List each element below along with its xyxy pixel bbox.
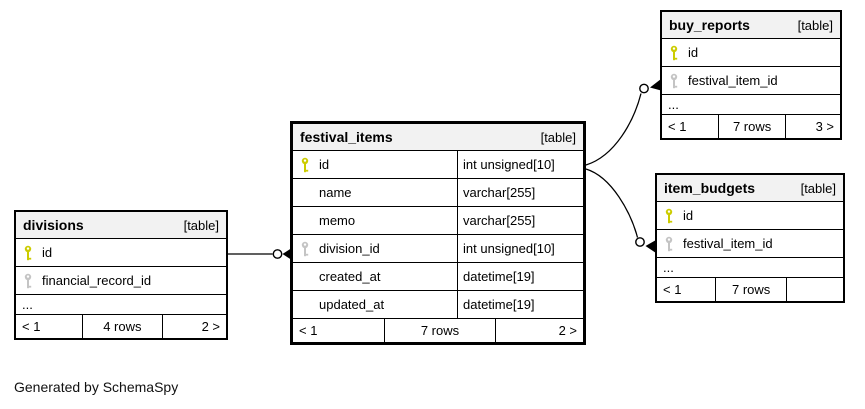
column-row: financial_record_id (16, 267, 226, 295)
column-row: updated_at datetime[19] (293, 291, 583, 319)
table-name[interactable]: buy_reports (669, 17, 750, 33)
odot-connector-item-budgets (635, 237, 645, 247)
table-header: buy_reports [table] (662, 12, 840, 39)
rows-count: 7 rows (383, 319, 497, 342)
children-count (787, 278, 843, 301)
primary-key-icon (669, 45, 688, 61)
column-name: created_at (319, 269, 381, 284)
column-type: varchar[255] (457, 179, 583, 206)
odot-connector-buy-reports (639, 83, 649, 94)
table-footer: < 1 4 rows 2 > (16, 315, 226, 338)
table-name[interactable]: item_budgets (664, 180, 756, 196)
relationship-line-festival-items-buy-reports (585, 93, 642, 166)
column-row: memo varchar[255] (293, 207, 583, 235)
table-type-label: [table] (183, 217, 219, 233)
column-row: id (16, 239, 226, 267)
hidden-columns-ellipsis: ... (657, 258, 843, 278)
relationship-line-festival-items-item-budgets (585, 168, 639, 238)
parents-count: < 1 (299, 323, 318, 338)
parents-count: < 1 (668, 119, 687, 134)
column-name: updated_at (319, 297, 385, 312)
table-name[interactable]: festival_items (300, 129, 393, 145)
odot-connector-festival-items (272, 249, 283, 259)
column-type: datetime[19] (457, 263, 583, 290)
parents-count: < 1 (663, 282, 682, 297)
column-type: datetime[19] (457, 291, 583, 318)
foreign-key-icon (300, 241, 319, 257)
hidden-columns-ellipsis: ... (662, 95, 840, 115)
table-node-festival-items[interactable]: festival_items [table] id int unsigned[1… (290, 121, 586, 345)
table-footer: < 1 7 rows 3 > (662, 115, 840, 138)
table-node-item-budgets[interactable]: item_budgets [table] id festival_item_id… (655, 173, 845, 303)
table-footer: < 1 7 rows 2 > (293, 319, 583, 342)
column-type: int unsigned[10] (457, 235, 583, 262)
column-row: division_id int unsigned[10] (293, 235, 583, 263)
column-row: name varchar[255] (293, 179, 583, 207)
column-row: id (662, 39, 840, 67)
rows-count: 7 rows (717, 115, 787, 138)
column-name: name (319, 185, 352, 200)
column-name: financial_record_id (42, 273, 152, 288)
table-footer: < 1 7 rows (657, 278, 843, 301)
column-name: id (688, 45, 699, 60)
column-name: festival_item_id (688, 73, 778, 88)
foreign-key-icon (23, 273, 42, 289)
column-row: created_at datetime[19] (293, 263, 583, 291)
children-count: 3 > (815, 119, 834, 134)
table-header: festival_items [table] (293, 124, 583, 151)
parents-count: < 1 (22, 319, 41, 334)
foreign-key-icon (669, 73, 688, 89)
table-name[interactable]: divisions (23, 217, 84, 233)
table-type-label: [table] (800, 180, 836, 196)
children-count: 2 > (201, 319, 220, 334)
column-row: festival_item_id (662, 67, 840, 95)
primary-key-icon (300, 157, 319, 173)
table-type-label: [table] (540, 129, 576, 145)
table-node-buy-reports[interactable]: buy_reports [table] id festival_item_id … (660, 10, 842, 140)
column-type: varchar[255] (457, 207, 583, 234)
foreign-key-icon (664, 236, 683, 252)
table-node-divisions[interactable]: divisions [table] id financial_record_id… (14, 210, 228, 340)
column-name: festival_item_id (683, 236, 773, 251)
table-header: item_budgets [table] (657, 175, 843, 202)
column-row: id int unsigned[10] (293, 151, 583, 179)
rows-count: 7 rows (715, 278, 788, 301)
column-name: id (683, 208, 694, 223)
children-count: 2 > (558, 323, 577, 338)
diagram-caption: Generated by SchemaSpy (14, 379, 179, 395)
rows-count: 4 rows (81, 315, 163, 338)
column-name: division_id (319, 241, 380, 256)
column-row: festival_item_id (657, 230, 843, 258)
column-row: id (657, 202, 843, 230)
table-header: divisions [table] (16, 212, 226, 239)
primary-key-icon (23, 245, 42, 261)
column-name: id (319, 157, 330, 172)
column-name: id (42, 245, 53, 260)
table-type-label: [table] (797, 17, 833, 33)
column-name: memo (319, 213, 356, 228)
hidden-columns-ellipsis: ... (16, 295, 226, 315)
column-type: int unsigned[10] (457, 151, 583, 178)
primary-key-icon (664, 208, 683, 224)
